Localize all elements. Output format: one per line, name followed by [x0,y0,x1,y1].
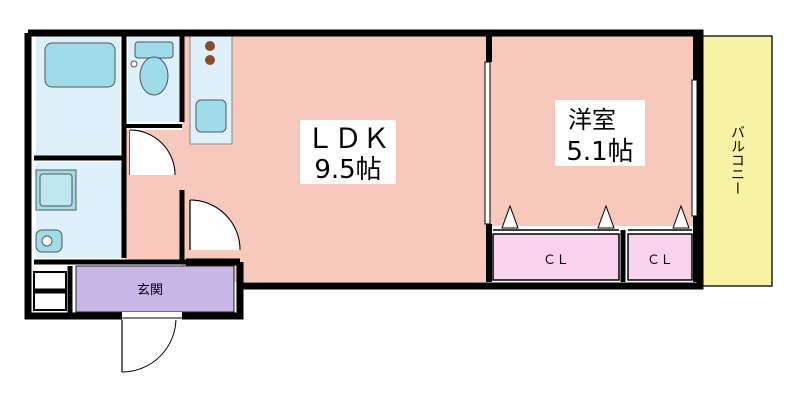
interior-walls [34,36,699,316]
stove-burner-icon [205,55,215,65]
stove-burner-icon [205,41,215,51]
bathtub-icon [44,42,116,88]
closet-1 [492,233,620,281]
closet-1-label: ＣＬ [543,253,569,268]
entrance-label: 玄関 [137,283,163,298]
ldk-label: ＬＤＫ [306,122,390,155]
balcony [701,35,773,287]
closet-2-label: ＣＬ [647,253,673,268]
western-label: 洋室 [568,106,616,134]
toilet-flush-icon [130,60,138,68]
ldk-size: 9.5帖 [314,155,381,185]
closet-door-marks [501,204,690,229]
balcony-label: バルコニー [729,125,745,195]
closet-2 [627,233,693,281]
outer-walls [24,29,704,320]
sink-icon [195,99,227,133]
washing-machine-icon [35,169,77,211]
basin-icon [35,229,63,253]
entrance [75,265,235,313]
toilet-icon [134,41,174,96]
western-size: 5.1帖 [566,137,633,167]
